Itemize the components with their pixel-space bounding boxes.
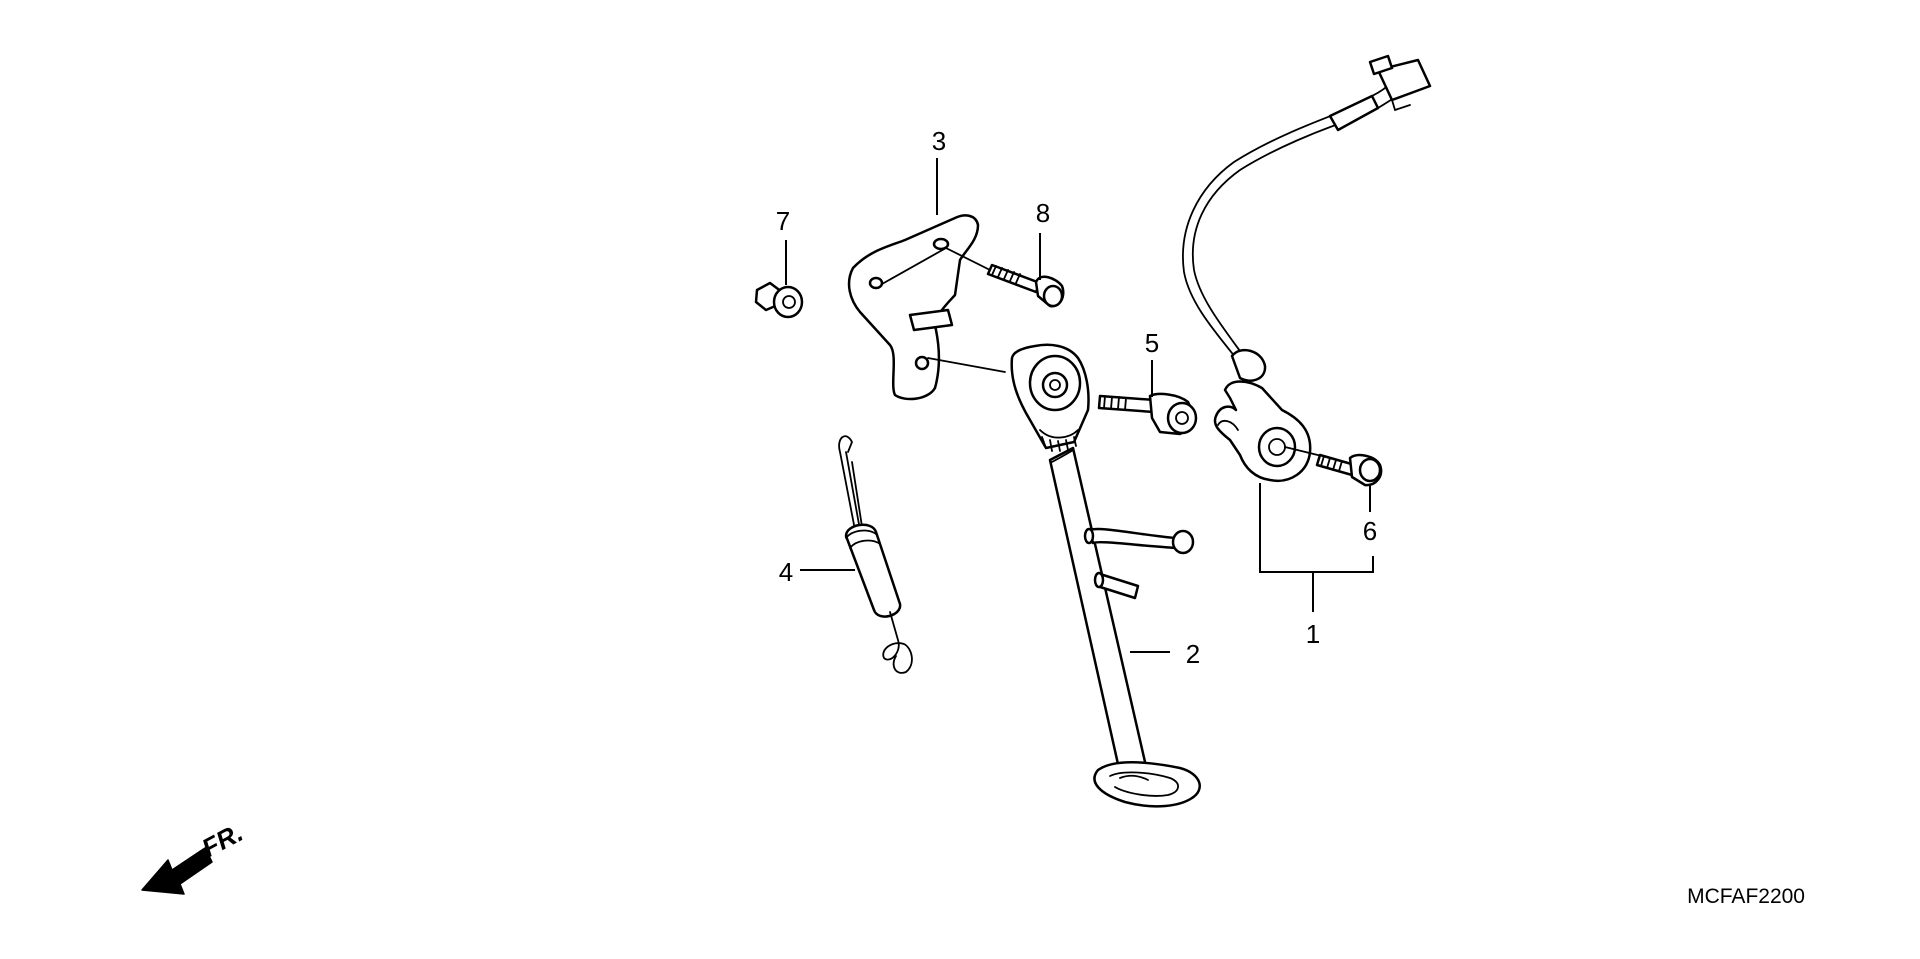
switch-assembly-part <box>1182 54 1432 483</box>
callout-part-8: 8 <box>1036 198 1050 228</box>
side-stand-part <box>1010 343 1201 808</box>
bolt-part-6 <box>1315 453 1383 487</box>
callout-part-2: 2 <box>1186 639 1200 669</box>
callout-part-1: 1 <box>1306 619 1320 649</box>
front-arrow-icon <box>141 847 213 895</box>
diagram-code: MCFAF2200 <box>1687 885 1805 908</box>
callout-part-3: 3 <box>932 126 946 156</box>
pivot-bolt-part-5 <box>1097 392 1198 436</box>
callout-part-5: 5 <box>1145 328 1159 358</box>
bracket-part <box>847 214 1006 401</box>
spring-part <box>838 435 913 674</box>
callout-part-4: 4 <box>779 557 793 587</box>
bolt-part-8 <box>986 263 1065 308</box>
callout-part-6: 6 <box>1363 516 1377 546</box>
leader-lines <box>785 158 1374 653</box>
callout-part-7: 7 <box>776 206 790 236</box>
nut-part-7 <box>754 281 804 319</box>
